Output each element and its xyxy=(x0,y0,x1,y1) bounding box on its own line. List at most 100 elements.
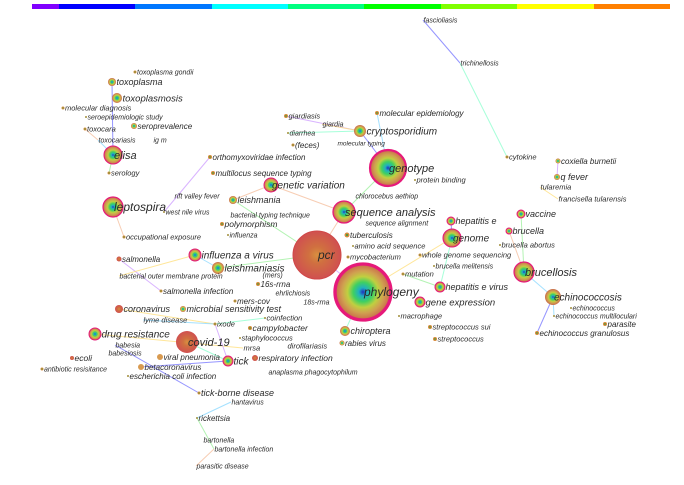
keyword-node[interactable]: brucella melitensis xyxy=(433,263,494,270)
keyword-node[interactable]: phylogeny xyxy=(333,262,420,322)
keyword-node[interactable]: toxoplasma gondii xyxy=(133,69,194,76)
keyword-node[interactable]: rickettsia xyxy=(196,414,231,423)
node-circle[interactable] xyxy=(70,356,74,360)
keyword-node[interactable]: west nile virus xyxy=(163,209,210,216)
node-circle[interactable] xyxy=(229,196,237,204)
keyword-node[interactable]: betacoronavirus xyxy=(138,363,201,372)
keyword-node[interactable]: seroprevalence xyxy=(131,122,193,131)
keyword-node[interactable]: ehrlichiosis xyxy=(276,290,311,297)
keyword-node[interactable]: francisella tularensis xyxy=(559,195,627,204)
keyword-node[interactable]: pcr xyxy=(292,230,342,280)
keyword-node[interactable]: echinococcus xyxy=(570,305,615,312)
keyword-node[interactable]: streptococcus xyxy=(433,335,484,344)
keyword-node[interactable]: whole genome sequencing xyxy=(418,251,513,260)
node-circle[interactable] xyxy=(333,262,393,322)
node-circle[interactable] xyxy=(138,364,144,370)
keyword-node[interactable]: leishmania xyxy=(229,195,281,205)
keyword-node[interactable]: bacterial typing technique xyxy=(231,212,310,219)
keyword-node[interactable]: 16s-rrna xyxy=(256,280,291,289)
keyword-node[interactable]: echinococcus granulosus xyxy=(535,329,629,338)
keyword-node[interactable]: cytokine xyxy=(505,153,537,162)
keyword-node[interactable]: hepatitis e xyxy=(446,216,497,226)
keyword-node[interactable]: seroepidemiologic study xyxy=(85,114,163,121)
keyword-node[interactable]: vaccine xyxy=(516,209,556,219)
keyword-node[interactable]: sequence analysis xyxy=(332,200,436,224)
keyword-node[interactable]: influenza xyxy=(227,232,258,239)
node-circle[interactable] xyxy=(505,227,513,235)
keyword-node[interactable]: anaplasma phagocytophilum xyxy=(269,369,358,376)
node-circle[interactable] xyxy=(131,123,137,129)
keyword-node[interactable]: q fever xyxy=(554,172,589,182)
keyword-node[interactable]: coinfection xyxy=(264,314,302,323)
keyword-node[interactable]: tularemia xyxy=(541,183,572,192)
keyword-node[interactable]: brucella xyxy=(505,226,544,236)
keyword-node[interactable]: tick-borne disease xyxy=(197,388,275,398)
keyword-node[interactable]: staphylococcus xyxy=(239,334,293,343)
keyword-node[interactable]: bartonella xyxy=(204,437,235,444)
keyword-node[interactable]: brucella abortus xyxy=(499,241,555,250)
keyword-node[interactable]: rift valley fever xyxy=(175,193,221,200)
keyword-node[interactable]: leishmaniasis xyxy=(212,262,285,275)
keyword-node[interactable]: streptococcus sui xyxy=(428,323,491,332)
node-circle[interactable] xyxy=(354,125,366,137)
keyword-node[interactable]: hepatitis e virus xyxy=(434,281,509,293)
node-circle[interactable] xyxy=(554,174,560,180)
node-circle[interactable] xyxy=(222,355,234,367)
keyword-node[interactable]: gene expression xyxy=(414,296,495,308)
keyword-node[interactable]: genome xyxy=(442,228,490,248)
keyword-node[interactable]: giardia xyxy=(323,121,344,128)
keyword-node[interactable]: brucellosis xyxy=(513,261,577,283)
keyword-node[interactable]: drug resistance xyxy=(88,327,170,341)
keyword-node[interactable]: (feces) xyxy=(291,141,320,150)
node-circle[interactable] xyxy=(88,327,102,341)
keyword-node[interactable]: protein binding xyxy=(414,176,467,185)
keyword-node[interactable]: trichinellosis xyxy=(461,60,500,67)
node-circle[interactable] xyxy=(446,216,456,226)
keyword-node[interactable]: mutation xyxy=(401,270,434,279)
node-circle[interactable] xyxy=(212,262,224,274)
keyword-node[interactable]: escherichia coli infection xyxy=(127,372,217,381)
node-circle[interactable] xyxy=(516,209,526,219)
keyword-node[interactable]: ecoli xyxy=(70,353,93,363)
node-circle[interactable] xyxy=(188,248,202,262)
keyword-node[interactable]: lyme disease xyxy=(144,316,188,325)
keyword-node[interactable]: bartonella infection xyxy=(215,446,274,453)
node-circle[interactable] xyxy=(332,200,356,224)
node-circle[interactable] xyxy=(545,289,561,305)
node-circle[interactable] xyxy=(292,230,342,280)
node-circle[interactable] xyxy=(414,296,426,308)
keyword-node[interactable]: echinococcus multiloculari xyxy=(553,313,637,320)
keyword-node[interactable]: hantavirus xyxy=(232,399,265,406)
node-circle[interactable] xyxy=(339,340,345,346)
keyword-node[interactable]: polymorphism xyxy=(220,219,277,229)
keyword-node[interactable]: toxoplasmosis xyxy=(112,93,183,104)
keyword-node[interactable]: respiratory infection xyxy=(252,353,333,363)
keyword-node[interactable]: campylobacter xyxy=(248,323,309,333)
node-circle[interactable] xyxy=(513,261,535,283)
keyword-node[interactable]: (mers) xyxy=(263,272,283,279)
keyword-node[interactable]: multilocus sequence typing xyxy=(211,169,312,178)
node-circle[interactable] xyxy=(115,305,123,313)
keyword-node[interactable]: chiroptera xyxy=(340,326,391,336)
keyword-node[interactable]: genetic variation xyxy=(263,177,345,193)
keyword-node[interactable]: mycobacterium xyxy=(346,253,401,262)
keyword-node[interactable]: babesiosis xyxy=(109,350,143,357)
keyword-node[interactable]: ig m xyxy=(154,137,167,144)
keyword-node[interactable]: dirofilariasis xyxy=(288,342,328,351)
keyword-node[interactable]: elisa xyxy=(103,145,137,165)
keyword-node[interactable]: covid-19 xyxy=(176,331,230,353)
keyword-node[interactable]: macrophage xyxy=(398,312,442,321)
keyword-node[interactable]: chlorocebus aethiop xyxy=(356,193,419,200)
keyword-node[interactable]: rabies virus xyxy=(339,339,386,348)
keyword-node[interactable]: bacterial outer membrane protein xyxy=(120,273,223,280)
node-circle[interactable] xyxy=(252,355,258,361)
keyword-node[interactable]: salmonella xyxy=(116,255,161,264)
keyword-node[interactable]: molecular typing xyxy=(338,140,386,147)
keyword-node[interactable]: echinococcosis xyxy=(545,289,622,305)
keyword-node[interactable]: occupational exposure xyxy=(122,233,202,242)
keyword-node[interactable]: tuberculosis xyxy=(344,231,393,240)
keyword-node[interactable]: genotype xyxy=(368,148,434,188)
keyword-node[interactable]: toxocara xyxy=(83,125,116,134)
keyword-node[interactable]: serology xyxy=(107,169,141,178)
keyword-node[interactable]: parasitic disease xyxy=(196,463,249,470)
